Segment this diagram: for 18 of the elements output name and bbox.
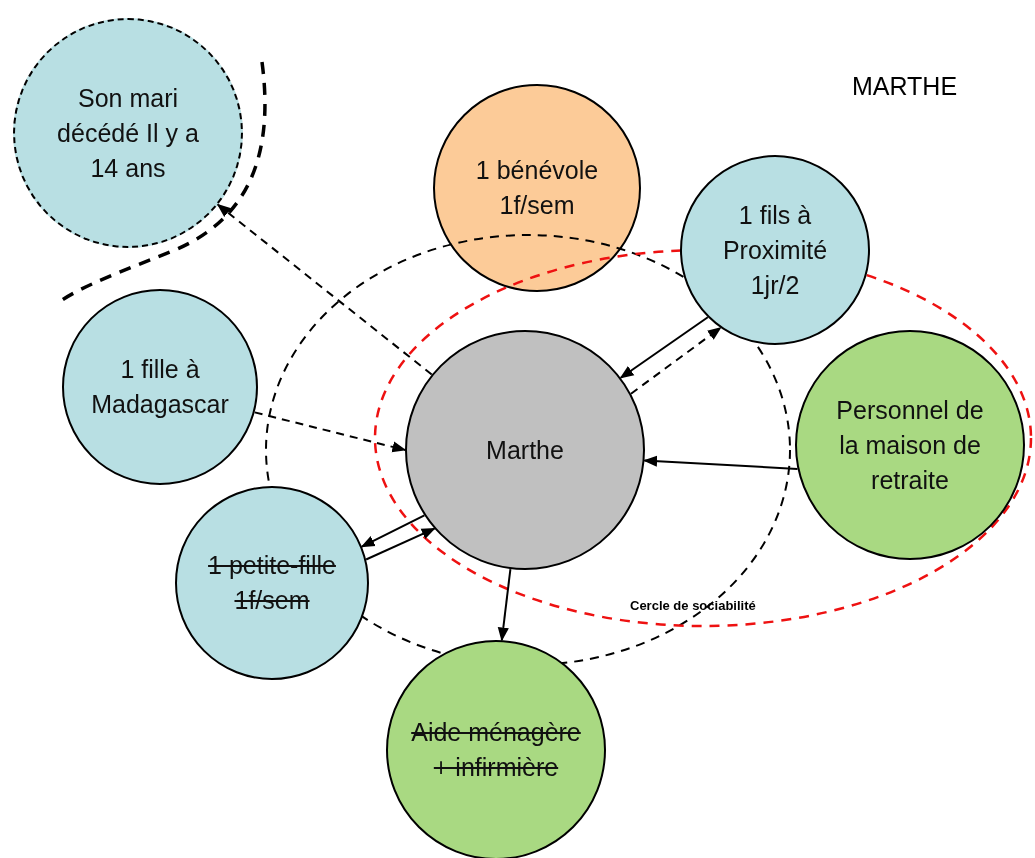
arrow [497, 568, 512, 642]
title: MARTHE [852, 72, 958, 101]
node-label: Personnel de la maison de retraite [835, 394, 985, 496]
arrow [630, 326, 722, 395]
node-label: Son mari décédé Il y a 14 ans [56, 82, 200, 184]
arrow [619, 316, 709, 379]
arrow [643, 455, 799, 470]
node-label: 1 fils à Proximité 1jr/2 [721, 199, 829, 301]
node-label: Aide ménagère + infirmière [410, 717, 582, 783]
arrow [365, 527, 436, 561]
arrow [360, 514, 426, 548]
ellipse-label: Cercle de sociabilité [630, 598, 756, 613]
node-label: 1 petite-fille 1f/sem [207, 550, 337, 616]
arrow [253, 411, 407, 453]
node-label: Marthe [486, 434, 564, 466]
node-label: 1 bénévole 1f/sem [474, 155, 600, 221]
arrow [216, 203, 433, 376]
node-label: 1 fille à Madagascar [90, 354, 230, 420]
